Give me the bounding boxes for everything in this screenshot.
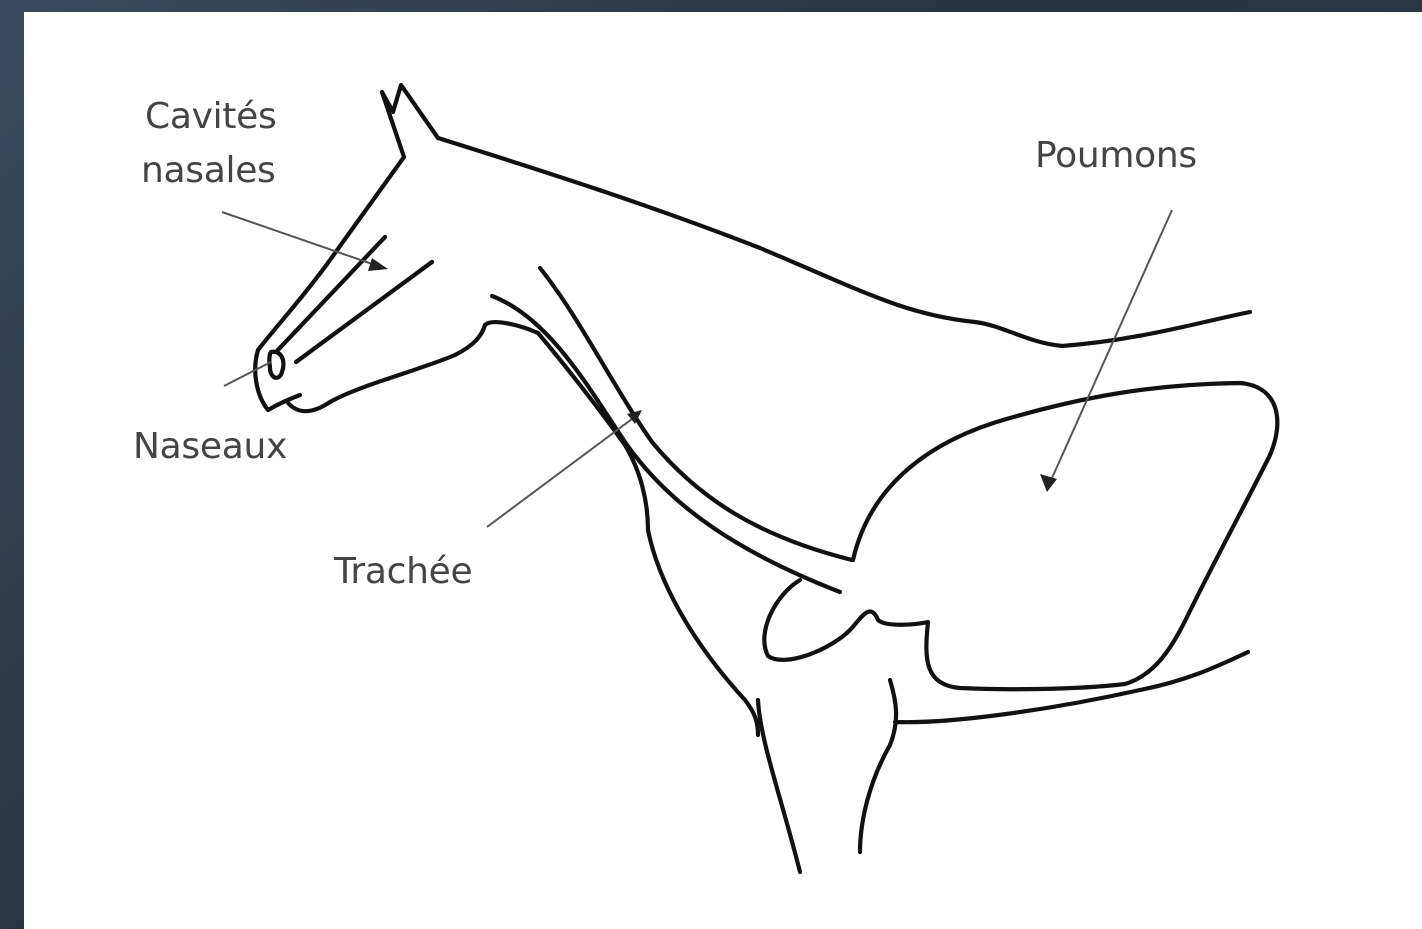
nasal-cavities-arrowhead: [368, 258, 388, 271]
nostrils-label: Naseaux: [133, 420, 287, 474]
horse-throat-outline: [485, 322, 538, 333]
horse-front-leg-inner-outline: [860, 680, 896, 852]
lung-outline: [764, 383, 1277, 689]
nasal-cavities-label: Cavités: [145, 90, 276, 144]
nostrils-pointer-line: [224, 362, 271, 386]
trachea-label: Trachée: [334, 545, 472, 599]
nasal-cavities-label-line1: Cavités: [145, 90, 276, 144]
lungs-label: Poumons: [1035, 129, 1197, 183]
horse-front-leg-outline: [758, 700, 800, 872]
trachea-pointer-line: [487, 416, 636, 527]
lungs-arrowhead: [1040, 474, 1057, 492]
nostril-icon: [269, 352, 283, 378]
nasal-cavities-label-line2: nasales: [141, 144, 276, 198]
nasal-cavities-label-second-line: nasales: [141, 144, 276, 198]
horse-head-top-outline: [258, 157, 404, 350]
nasal-cavities-pointer-line: [222, 212, 378, 266]
horse-ear: [382, 85, 438, 157]
